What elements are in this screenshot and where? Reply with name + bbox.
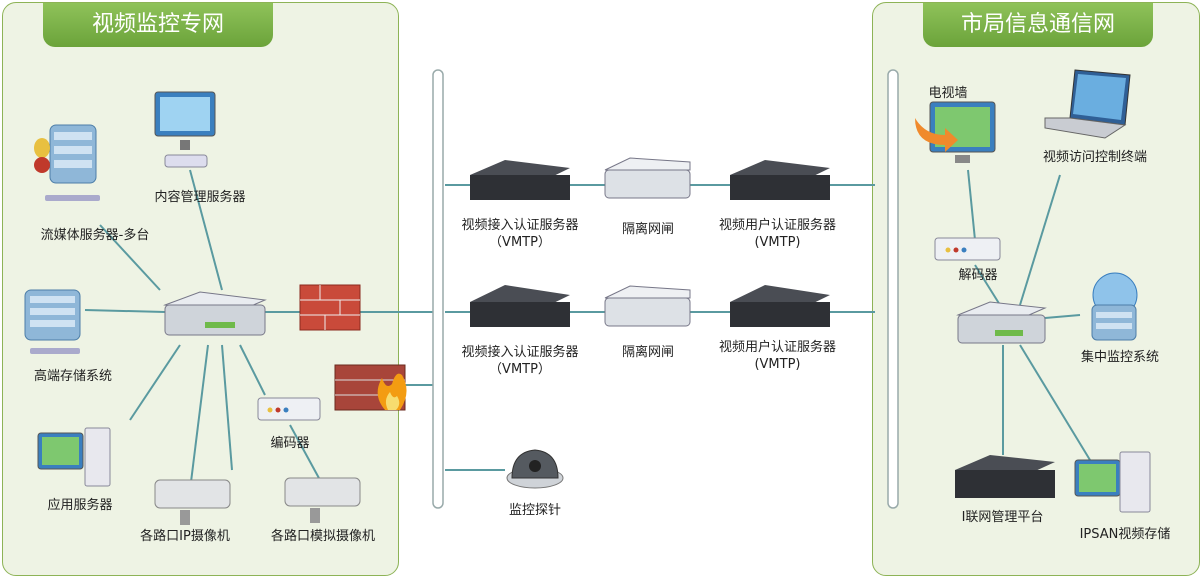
app-server-icon bbox=[37, 427, 111, 487]
encoder-icon bbox=[257, 397, 321, 421]
storage-icon bbox=[24, 289, 81, 354]
label-content-server: 内容管理服务器 bbox=[154, 190, 246, 205]
label-streaming-server: 流媒体服务器-多台 bbox=[40, 228, 150, 243]
user-auth-server-2-icon bbox=[730, 285, 830, 327]
left-panel-title: 视频监控专网 bbox=[43, 3, 273, 47]
label-access-auth-1-sub: （VMTP） bbox=[489, 235, 551, 250]
label-ipsan: IPSAN视频存储 bbox=[1079, 527, 1171, 542]
right-core-switch-icon bbox=[956, 301, 1047, 344]
gap-device-2-icon bbox=[604, 285, 691, 327]
right-panel-title: 市局信息通信网 bbox=[923, 3, 1153, 47]
label-video-wall: 电视墙 bbox=[928, 86, 968, 101]
laptop-icon bbox=[1044, 69, 1131, 139]
analog-camera-icon bbox=[284, 477, 361, 523]
label-net-mgmt: I联网管理平台 bbox=[961, 510, 1044, 525]
video-wall-icon bbox=[915, 101, 996, 163]
label-encoder: 编码器 bbox=[270, 436, 310, 451]
label-ip-camera: 各路口IP摄像机 bbox=[140, 529, 230, 544]
firewall-icon bbox=[299, 284, 361, 331]
access-auth-server-1-icon bbox=[470, 160, 570, 200]
label-user-auth-2: 视频用户认证服务器 bbox=[718, 340, 836, 355]
label-user-auth-2-sub: (VMTP) bbox=[754, 357, 801, 372]
firewall-fire-icon bbox=[334, 364, 407, 411]
label-access-auth-2-sub: （VMTP） bbox=[489, 362, 551, 377]
decoder-icon bbox=[934, 237, 1001, 261]
label-gap-1: 隔离网闸 bbox=[621, 222, 674, 237]
label-gap-2: 隔离网闸 bbox=[621, 345, 674, 360]
content-server-icon bbox=[154, 91, 216, 168]
left-core-switch-icon bbox=[163, 291, 267, 336]
label-access-terminal: 视频访问控制终端 bbox=[1042, 150, 1147, 165]
label-user-auth-1: 视频用户认证服务器 bbox=[718, 218, 836, 233]
label-probe: 监控探针 bbox=[508, 503, 561, 518]
gap-device-1-icon bbox=[604, 157, 691, 199]
streaming-server-icon bbox=[34, 124, 100, 201]
label-decoder: 解码器 bbox=[958, 268, 998, 283]
label-central-monitor: 集中监控系统 bbox=[1080, 350, 1159, 365]
access-auth-server-2-icon bbox=[470, 285, 570, 327]
label-access-auth-1: 视频接入认证服务器 bbox=[461, 218, 579, 233]
user-auth-server-1-icon bbox=[730, 160, 830, 200]
ip-camera-icon bbox=[154, 479, 231, 525]
label-user-auth-1-sub: (VMTP) bbox=[754, 235, 801, 250]
label-storage: 高端存储系统 bbox=[33, 369, 112, 384]
central-monitor-icon bbox=[1091, 272, 1138, 341]
label-access-auth-2: 视频接入认证服务器 bbox=[461, 345, 579, 360]
label-app-server: 应用服务器 bbox=[47, 498, 113, 513]
probe-camera-icon bbox=[506, 449, 564, 489]
label-analog-camera: 各路口模拟摄像机 bbox=[270, 529, 375, 544]
net-mgmt-server-icon bbox=[955, 455, 1055, 498]
ipsan-storage-icon bbox=[1074, 451, 1151, 513]
